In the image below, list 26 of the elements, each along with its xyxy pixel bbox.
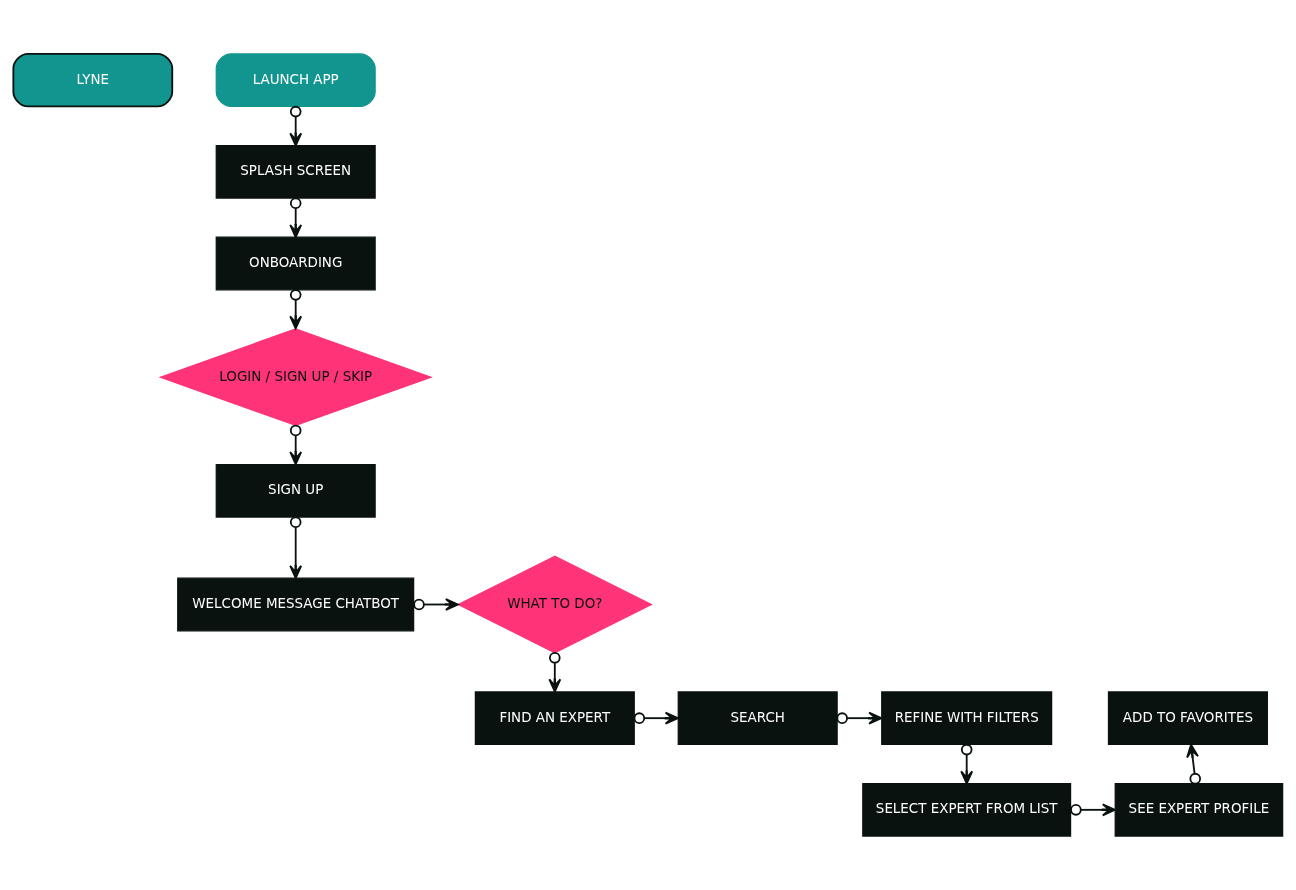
node-box: WELCOME MESSAGE CHATBOT xyxy=(177,577,415,632)
node-box: SELECT EXPERT FROM LIST xyxy=(862,782,1072,837)
node-box: SEARCH xyxy=(677,691,838,746)
node-box: LAUNCH APP xyxy=(215,53,376,108)
node-box: FIND AN EXPERT xyxy=(474,691,635,746)
arrow xyxy=(289,197,303,239)
arrow xyxy=(548,651,562,693)
arrow xyxy=(413,598,459,611)
node-box: LYNE xyxy=(12,52,174,108)
arrow xyxy=(1186,743,1202,785)
node-diamond: LOGIN / SIGN UP / SKIP xyxy=(158,328,433,427)
arrow xyxy=(289,289,303,330)
node-box: SPLASH SCREEN xyxy=(215,144,376,199)
arrow xyxy=(289,424,303,466)
arrow xyxy=(1070,803,1116,817)
node-box: REFINE WITH FILTERS xyxy=(881,691,1053,746)
arrow xyxy=(633,711,679,725)
node-diamond: WHAT TO DO? xyxy=(456,555,653,654)
arrow xyxy=(836,711,883,725)
node-box: SEE EXPERT PROFILE xyxy=(1114,782,1284,837)
arrow xyxy=(960,743,974,785)
node-box: ONBOARDING xyxy=(215,236,376,291)
arrow xyxy=(289,105,303,147)
arrow xyxy=(289,516,303,580)
node-box: SIGN UP xyxy=(215,463,376,518)
node-box: ADD TO FAVORITES xyxy=(1107,691,1268,746)
